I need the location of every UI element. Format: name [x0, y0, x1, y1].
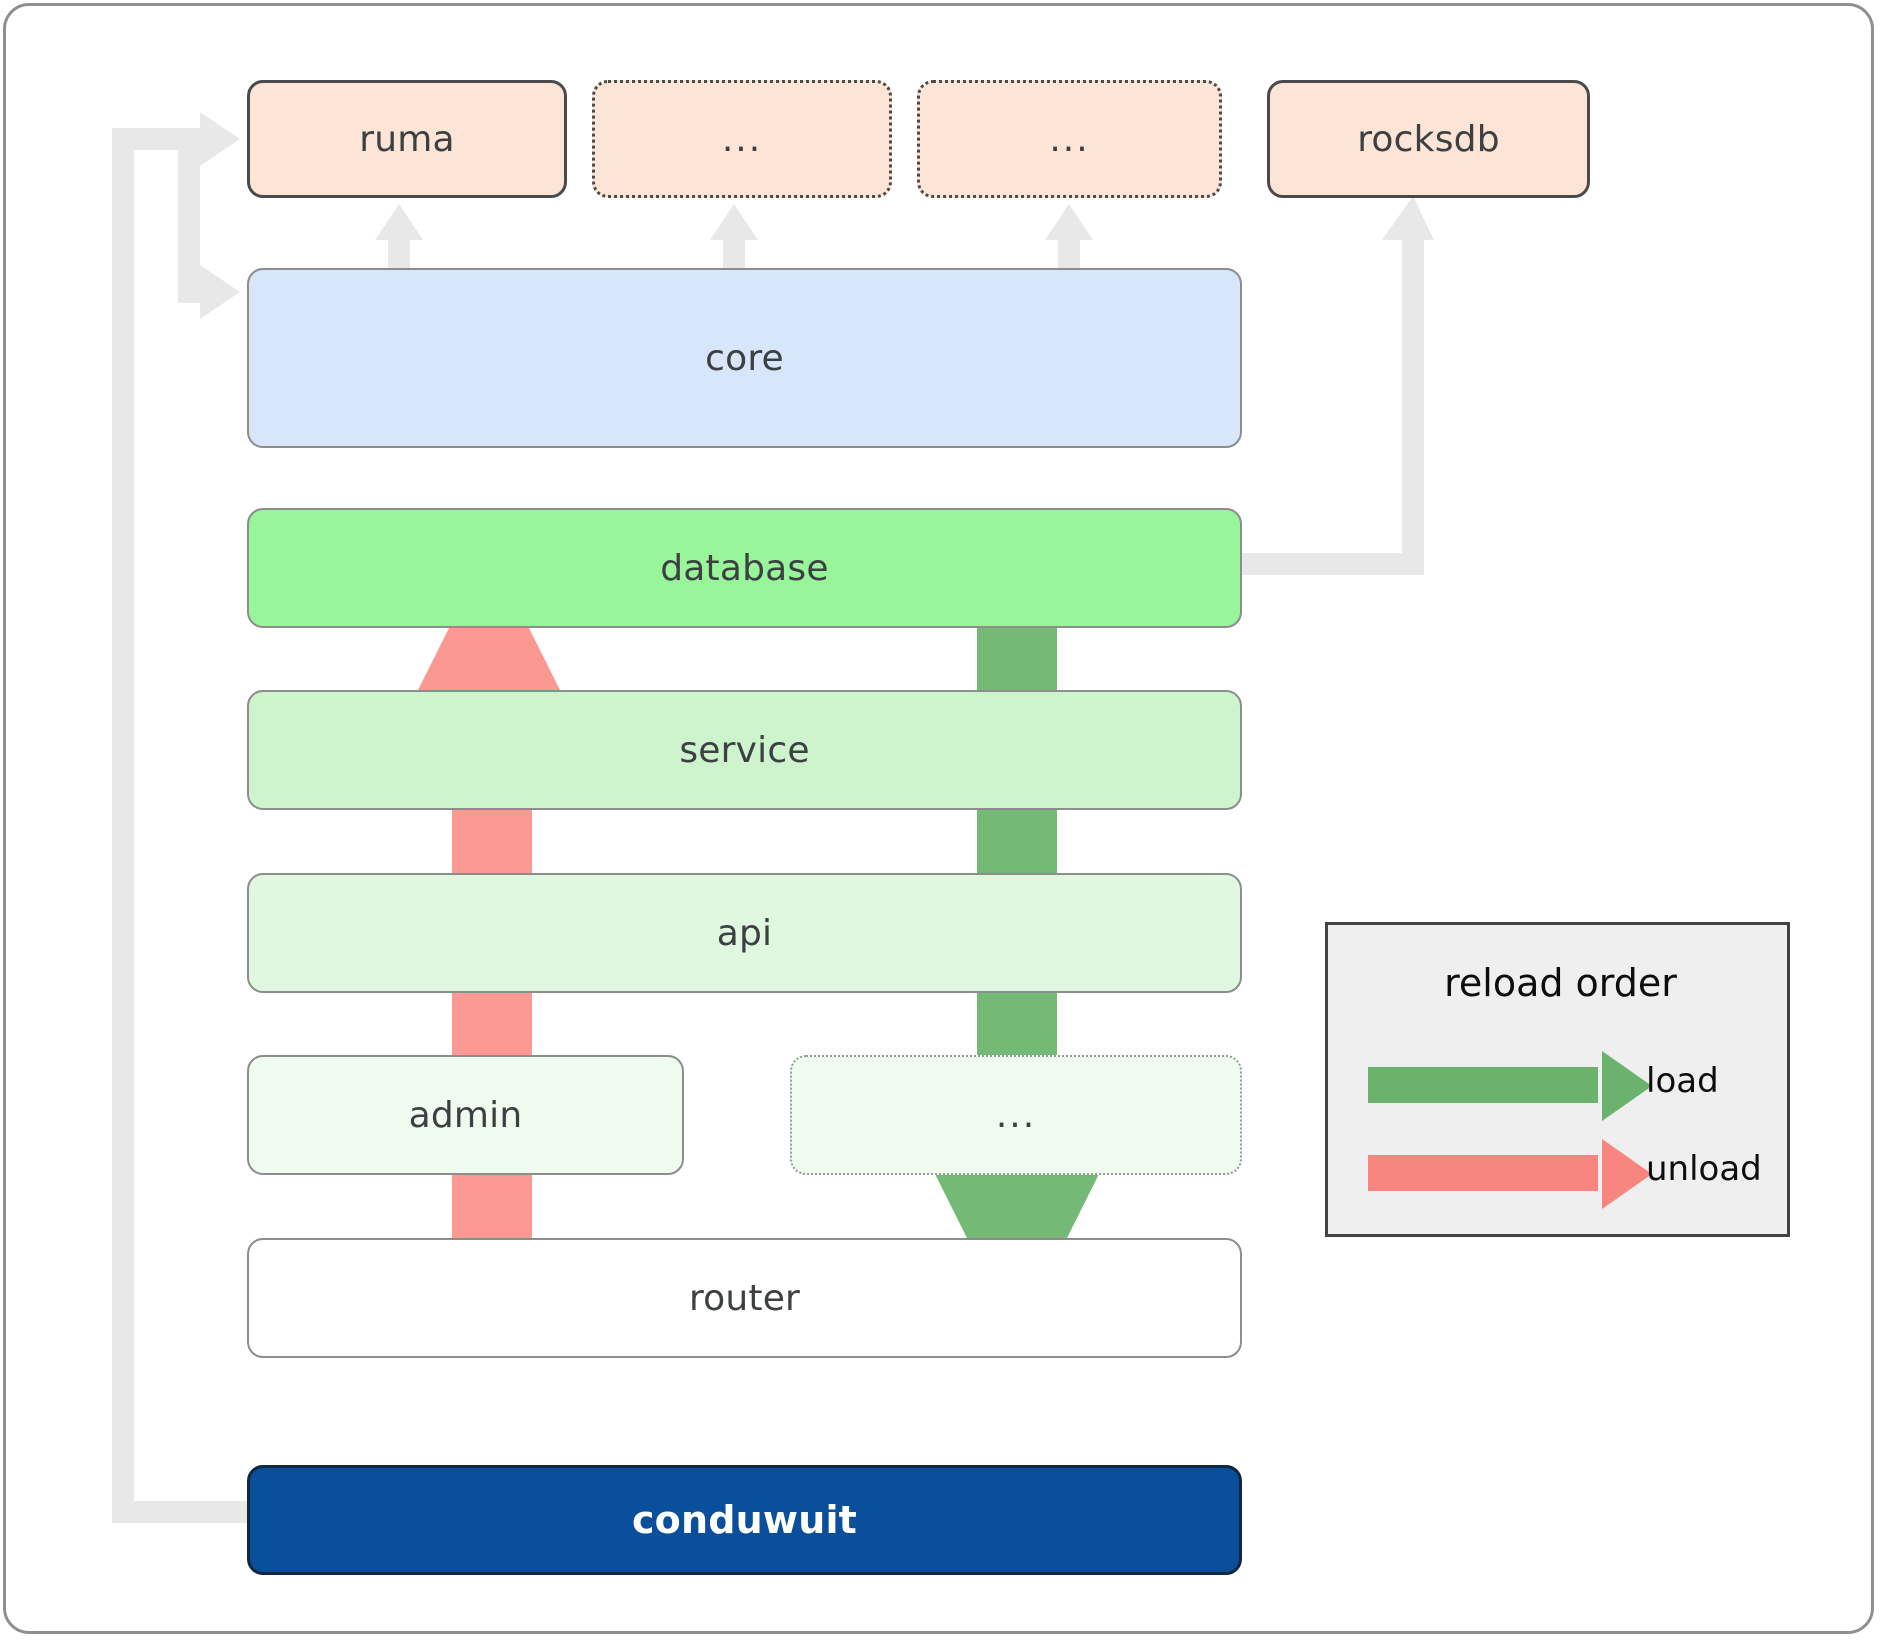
layer-router-label: router [688, 1277, 801, 1319]
connector-trunk-bottom [112, 1501, 247, 1523]
layer-service[interactable]: service [247, 690, 1242, 810]
crate-placeholder-1[interactable]: ... [592, 80, 892, 198]
layer-placeholder-label: ... [995, 1094, 1037, 1136]
legend-row-unload: unload [1328, 1133, 1793, 1213]
legend-row-load: load [1328, 1045, 1793, 1125]
layer-database[interactable]: database [247, 508, 1242, 628]
crate-ruma-label: ruma [359, 118, 455, 160]
crate-placeholder-2-label: ... [1049, 118, 1090, 160]
legend-load-arrow-icon [1368, 1051, 1652, 1121]
crate-rocksdb-label: rocksdb [1357, 118, 1500, 160]
crate-ruma[interactable]: ruma [247, 80, 567, 198]
connector-db-to-rocksdb-vertical [1402, 232, 1424, 575]
layer-router[interactable]: router [247, 1238, 1242, 1358]
binary-conduwuit[interactable]: conduwuit [247, 1465, 1242, 1575]
layer-core[interactable]: core [247, 268, 1242, 448]
legend-unload-label: unload [1646, 1149, 1762, 1189]
legend-load-label: load [1646, 1061, 1719, 1101]
crate-placeholder-2[interactable]: ... [917, 80, 1222, 198]
layer-api[interactable]: api [247, 873, 1242, 993]
connector-branch-ruma [112, 128, 217, 150]
connector-branch-core-vertical [178, 128, 200, 303]
connector-db-to-rocksdb-horizontal [1218, 553, 1413, 575]
diagram-frame [3, 3, 1874, 1634]
binary-conduwuit-label: conduwuit [631, 1498, 858, 1542]
layer-service-label: service [679, 729, 810, 771]
legend-panel: reload order load unload [1325, 922, 1790, 1237]
legend-unload-arrow-icon [1368, 1139, 1652, 1209]
layer-api-label: api [716, 912, 773, 954]
crate-placeholder-1-label: ... [721, 118, 763, 160]
connector-trunk-vertical [112, 128, 134, 1523]
layer-placeholder[interactable]: ... [790, 1055, 1242, 1175]
crate-rocksdb[interactable]: rocksdb [1267, 80, 1590, 198]
legend-title: reload order [1444, 961, 1677, 1005]
layer-database-label: database [660, 547, 829, 589]
layer-core-label: core [705, 337, 784, 379]
layer-admin[interactable]: admin [247, 1055, 684, 1175]
layer-admin-label: admin [408, 1094, 523, 1136]
